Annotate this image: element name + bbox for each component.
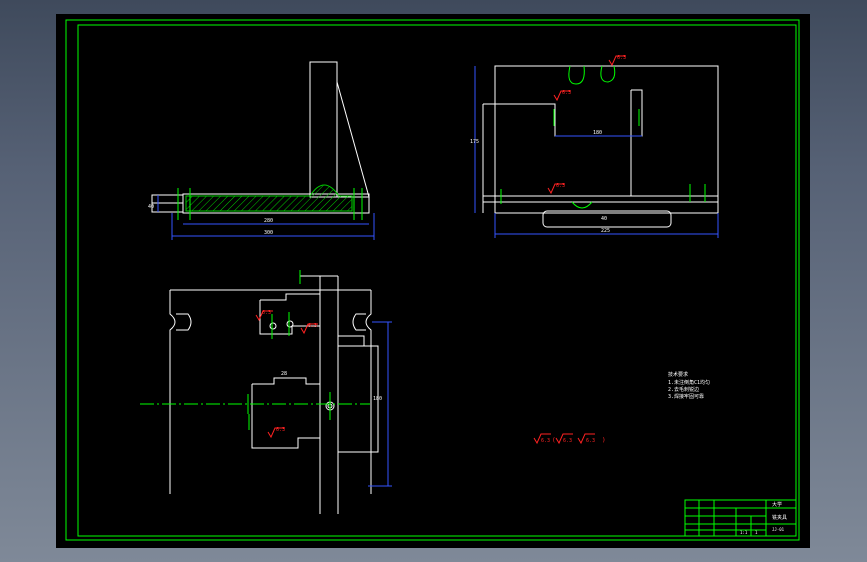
top-hole-right xyxy=(600,65,616,83)
top-left-view: 40 280 300 xyxy=(148,61,375,240)
middle-pocket xyxy=(251,384,320,449)
roughness-pocket: 6.3 xyxy=(276,427,285,433)
gen-roughness-1: 6.3 xyxy=(541,438,550,444)
roughness-symbol xyxy=(533,433,551,445)
roughness-hole-2: 6.3 xyxy=(308,323,317,329)
front-outline xyxy=(169,289,372,494)
front-view: 180 28 6.3 6.3 6.3 xyxy=(140,270,392,514)
dim-text-bottom: 225 xyxy=(601,228,610,234)
tb-drawing-no: JJ-01 xyxy=(772,527,785,532)
title-block-frame xyxy=(684,499,797,537)
right-block xyxy=(337,345,379,453)
roughness-hole-1: 6.3 xyxy=(262,310,271,316)
title-block: 大学 铣夹具 JJ-01 1:1 1 xyxy=(684,499,797,537)
outer-frame xyxy=(65,19,800,541)
roughness-symbol xyxy=(555,433,573,445)
tb-scale: 1:1 xyxy=(740,530,748,535)
hatched-section xyxy=(185,184,353,212)
dim-text-height: 175 xyxy=(470,139,479,145)
middle-pocket-top xyxy=(252,377,320,385)
tech-note-line-1: 1.未注倒角C1均匀 xyxy=(668,379,710,386)
tech-notes-title: 技术要求 xyxy=(668,371,688,378)
bottom-hole xyxy=(571,201,593,209)
inner-frame xyxy=(77,24,797,537)
tb-sheet: 1 xyxy=(755,530,758,535)
side-main-outline xyxy=(494,65,719,214)
gen-roughness-2: 6.3 xyxy=(563,438,572,444)
dim-text-inner: 180 xyxy=(593,130,602,136)
tb-school: 大学 xyxy=(772,501,782,508)
slot-left xyxy=(176,313,192,331)
upper-boss xyxy=(260,293,320,301)
dim-text-bottom-2: 300 xyxy=(264,230,273,236)
roughness-symbol xyxy=(547,183,565,195)
tech-note-line-2: 2.去毛刺锐边 xyxy=(668,386,699,393)
support-rib xyxy=(336,81,370,198)
dim-text-small: 28 xyxy=(281,371,287,377)
gen-roughness-3: 6.3 xyxy=(586,438,595,444)
dim-text-front-height: 180 xyxy=(373,396,382,402)
cad-drawing: 40 280 300 175 180 225 40 6 xyxy=(65,19,800,541)
top-right-view: 175 180 225 40 6.3 6.3 6.3 xyxy=(470,55,719,238)
gen-paren-open: ( xyxy=(552,437,556,444)
roughness-symbol xyxy=(255,310,273,322)
roughness-symbol xyxy=(553,90,571,102)
dim-text-slot: 40 xyxy=(601,216,607,222)
roughness-symbol xyxy=(300,323,318,335)
roughness-symbol xyxy=(577,433,595,445)
roughness-symbol xyxy=(267,427,285,439)
roughness-base: 6.3 xyxy=(556,183,565,189)
general-roughness: 6.3 ( 6.3 6.3 ) xyxy=(533,433,606,445)
right-step xyxy=(338,335,365,346)
roughness-inner: 6.3 xyxy=(562,90,571,96)
technical-requirements: 技术要求 1.未注倒角C1均匀 2.去毛刺锐边 3.焊接牢固可靠 xyxy=(668,371,710,400)
hole-2 xyxy=(286,320,294,328)
roughness-symbol xyxy=(608,55,626,67)
slot-right xyxy=(352,313,366,331)
dim-text-bottom-1: 280 xyxy=(264,218,273,224)
tb-part-name: 铣夹具 xyxy=(772,514,787,521)
vertical-plate xyxy=(309,61,338,198)
upper-boss-2 xyxy=(259,300,320,335)
roughness-top: 6.3 xyxy=(617,55,626,61)
cad-viewport[interactable]: 40 280 300 175 180 225 40 6 xyxy=(56,14,810,548)
gen-paren-close: ) xyxy=(602,437,606,444)
hole-1 xyxy=(269,322,277,330)
bottom-slot xyxy=(542,210,672,228)
dim-text-left-height: 40 xyxy=(148,204,154,210)
tech-note-line-3: 3.焊接牢固可靠 xyxy=(668,393,704,400)
inner-profile xyxy=(483,89,643,137)
top-hole-left xyxy=(568,65,585,85)
